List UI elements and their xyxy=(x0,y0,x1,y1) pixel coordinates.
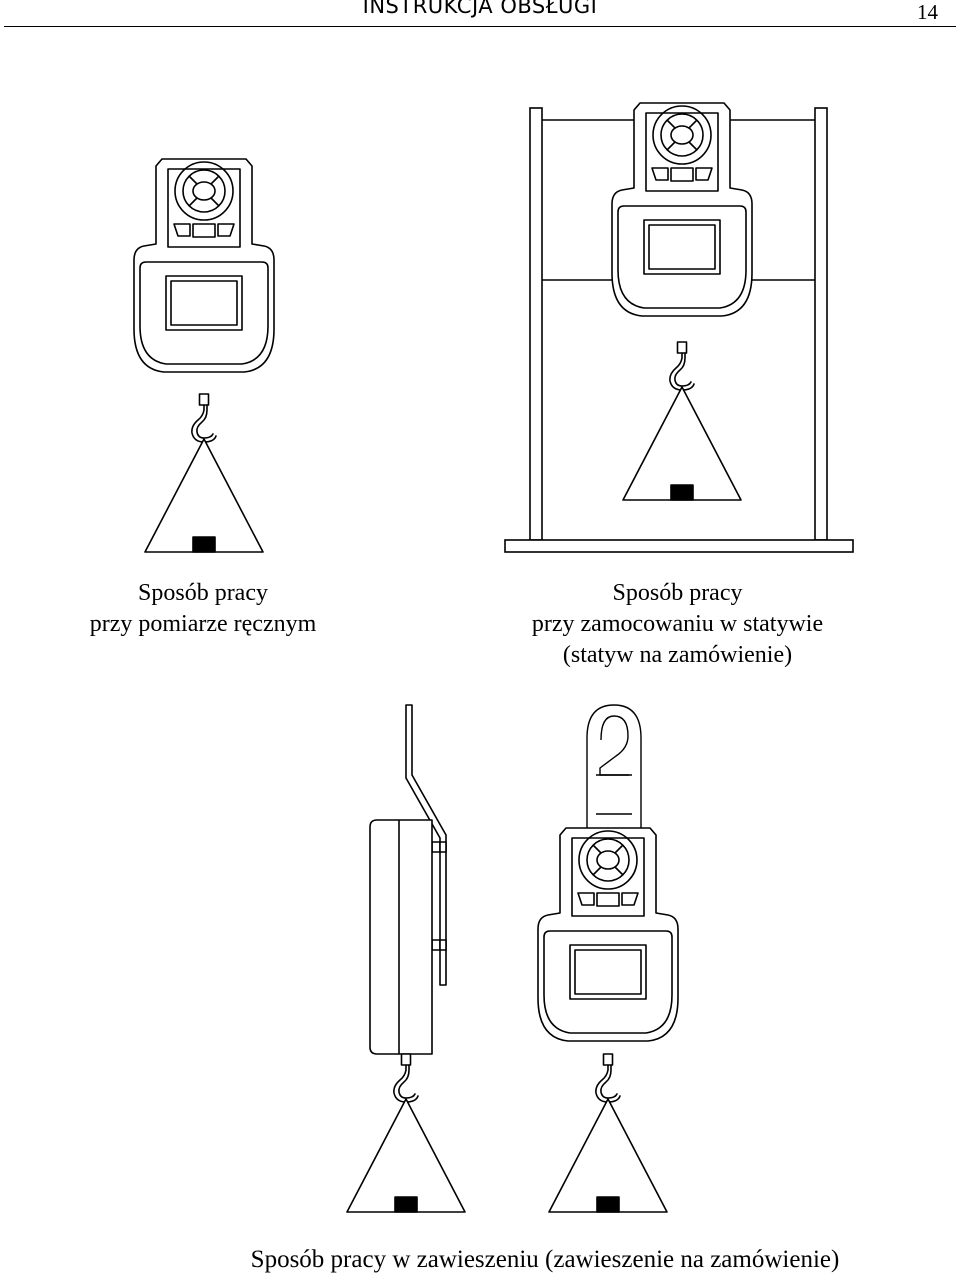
caption-line: (statyw na zamówienie) xyxy=(562,642,793,668)
caption-stand-mounting: Sposób pracy przy zamocowaniu w statywie… xyxy=(480,578,875,671)
caption-line: Sposób pracy xyxy=(612,580,743,606)
manual-scale-illustration xyxy=(133,158,275,553)
caption-line: przy pomiarze ręcznym xyxy=(89,611,317,637)
caption-line: Sposób pracy w zawieszeniu (zawieszenie … xyxy=(250,1246,840,1273)
caption-line: Sposób pracy xyxy=(138,580,268,606)
stand-scale-illustration xyxy=(504,102,854,553)
side-view-scale-illustration xyxy=(346,704,466,1213)
caption-hanging-mode: Sposób pracy w zawieszeniu (zawieszenie … xyxy=(150,1244,940,1275)
caption-line: przy zamocowaniu w statywie xyxy=(531,611,824,637)
page-number: 14 xyxy=(917,0,938,24)
front-view-scale-illustration xyxy=(537,704,679,1213)
page-header-title: INSTRUKCJA OBSŁUGI xyxy=(362,0,598,18)
header-divider xyxy=(4,26,956,27)
caption-manual-measurement: Sposób pracy przy pomiarze ręcznym xyxy=(53,578,353,640)
